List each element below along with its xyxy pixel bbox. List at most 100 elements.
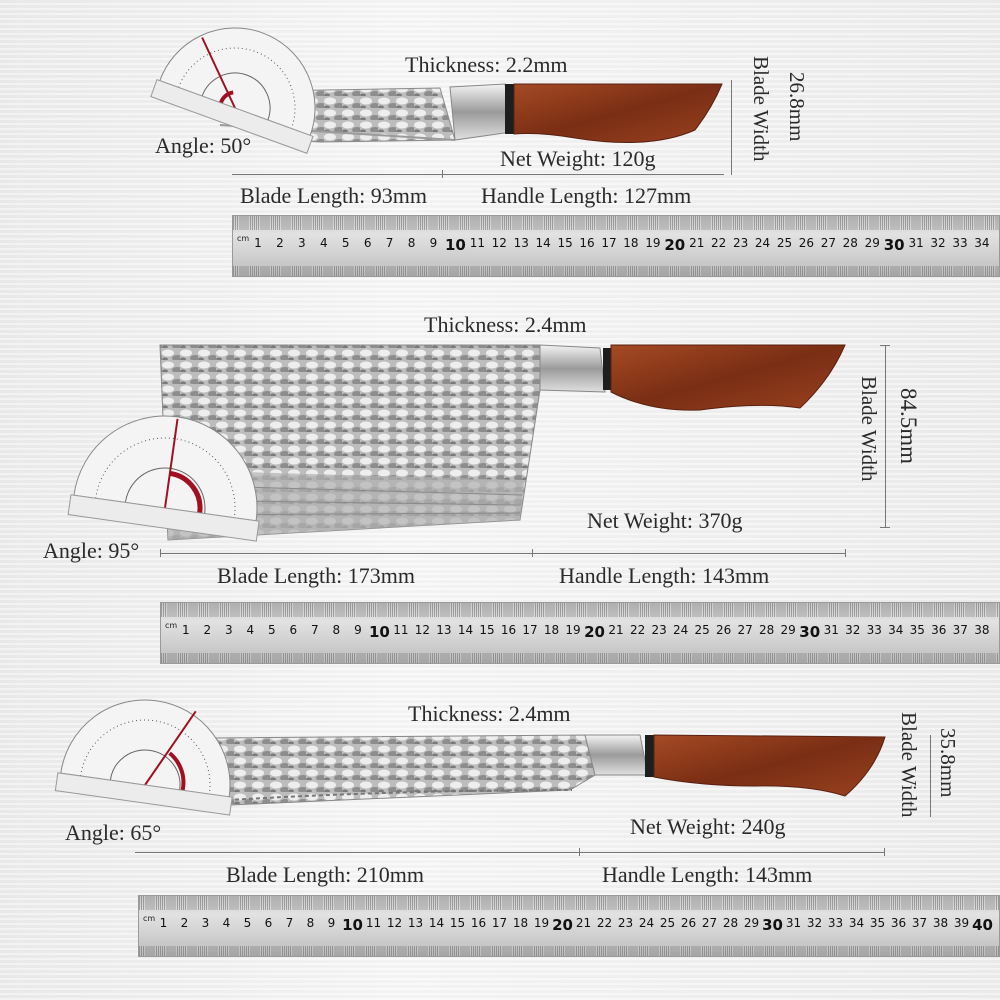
handle-length-label: Handle Length: 127mm: [481, 183, 692, 208]
ruler-number: 36: [890, 916, 907, 930]
ruler-number: 11: [365, 916, 382, 930]
ruler-number: 11: [469, 236, 485, 250]
ruler-number: 35: [909, 623, 925, 637]
ruler-number: 33: [952, 236, 968, 250]
ruler-number: 28: [722, 916, 739, 930]
blade-width-value: 84.5mm: [896, 388, 921, 465]
ruler-number: 11: [393, 623, 409, 637]
ruler-number: 19: [533, 916, 550, 930]
ruler-number: 19: [565, 623, 581, 637]
ruler-number: 14: [457, 623, 474, 637]
ruler-number: 14: [428, 916, 445, 930]
ruler-number: 17: [601, 236, 617, 250]
ruler-number: 3: [201, 916, 210, 930]
ruler-number: 9: [327, 916, 336, 930]
angle-label: Angle: 50°: [155, 133, 252, 158]
ruler-number: 2: [276, 236, 284, 250]
ruler-number: 24: [638, 916, 655, 930]
ruler-number: 30: [799, 623, 821, 641]
ruler-number: 7: [311, 623, 319, 637]
ruler-number: 34: [888, 623, 904, 637]
ruler-number: 29: [743, 916, 760, 930]
protractor-icon: [54, 699, 233, 816]
ruler-number: 12: [491, 236, 507, 250]
ruler-number: 37: [952, 623, 968, 637]
ruler-number: 6: [363, 236, 372, 250]
net-weight-label: Net Weight: 370g: [587, 508, 743, 533]
ruler-number: 21: [689, 236, 705, 250]
length-dimension-line: [232, 174, 724, 175]
ruler-number: 1: [254, 236, 262, 250]
ruler-number: 2: [203, 623, 212, 637]
ruler-number: 29: [864, 236, 880, 250]
ruler-number: 33: [827, 916, 844, 930]
ruler-number: 23: [732, 236, 749, 250]
ruler-number: 4: [246, 623, 255, 637]
ruler-number: 20: [664, 236, 686, 254]
length-dimension-line: [160, 553, 846, 554]
handle-length-label: Handle Length: 143mm: [559, 563, 770, 588]
ruler-number: 5: [268, 623, 276, 637]
ruler-number: 31: [823, 623, 839, 637]
blade-length-label: Blade Length: 173mm: [217, 563, 415, 588]
ruler-number: 17: [522, 623, 538, 637]
ruler-number: 1: [159, 916, 168, 930]
ruler-number: 28: [759, 623, 775, 637]
ruler-number: 24: [672, 623, 689, 637]
ruler-number: 3: [224, 623, 233, 637]
ruler-number: 27: [701, 916, 718, 930]
ruler-number: 10: [342, 916, 363, 934]
ruler-number: 14: [535, 236, 551, 250]
ruler-number: 30: [762, 916, 783, 934]
ruler-number: 23: [651, 623, 667, 637]
blade-width-label: Blade Width: [749, 56, 773, 162]
ruler-number: 1: [181, 623, 190, 637]
ruler-number: 10: [368, 623, 390, 641]
ruler-number: 23: [617, 916, 634, 930]
thickness-label: Thickness: 2.4mm: [424, 312, 587, 337]
ruler-number: 16: [470, 916, 487, 930]
ruler-number: 7: [385, 236, 394, 250]
ruler-number: 26: [680, 916, 697, 930]
ruler-number: 7: [285, 916, 294, 930]
blade-length-label: Blade Length: 93mm: [240, 183, 427, 208]
ruler-number: 4: [222, 916, 231, 930]
ruler-number: 15: [449, 916, 466, 930]
ruler-number: 21: [575, 916, 592, 930]
ruler-number: 27: [820, 236, 836, 250]
ruler-number: 32: [845, 623, 861, 637]
ruler-number: 22: [596, 916, 613, 930]
ruler-number: 25: [659, 916, 676, 930]
handle-length-label: Handle Length: 143mm: [602, 862, 813, 887]
ruler-number: 13: [407, 916, 424, 930]
blade-length-label: Blade Length: 210mm: [226, 862, 424, 887]
ruler-number: 30: [883, 236, 905, 254]
ruler-number: 25: [694, 623, 710, 637]
ruler-number: 21: [608, 623, 624, 637]
ruler-number: 15: [557, 236, 573, 250]
ruler-number: 34: [848, 916, 865, 930]
ruler-number: 25: [776, 236, 793, 250]
blade-width-value: 26.8mm: [785, 72, 809, 142]
ruler-number: 8: [332, 623, 341, 637]
ruler-number: 20: [552, 916, 573, 934]
ruler-number: 31: [785, 916, 802, 930]
ruler-number: 22: [629, 623, 646, 637]
ruler-number: 9: [354, 623, 362, 637]
ruler-number: 6: [264, 916, 273, 930]
ruler-number: 33: [866, 623, 882, 637]
blade-width-value: 35.8mm: [936, 728, 960, 798]
ruler-number: 9: [429, 236, 438, 250]
ruler-number: 15: [479, 623, 495, 637]
ruler-number: 2: [180, 916, 189, 930]
ruler-number: 12: [414, 623, 431, 637]
ruler-number: 32: [930, 236, 946, 250]
ruler-number: 34: [974, 236, 990, 250]
ruler-number: 16: [579, 236, 595, 250]
ruler-number: 3: [298, 236, 306, 250]
